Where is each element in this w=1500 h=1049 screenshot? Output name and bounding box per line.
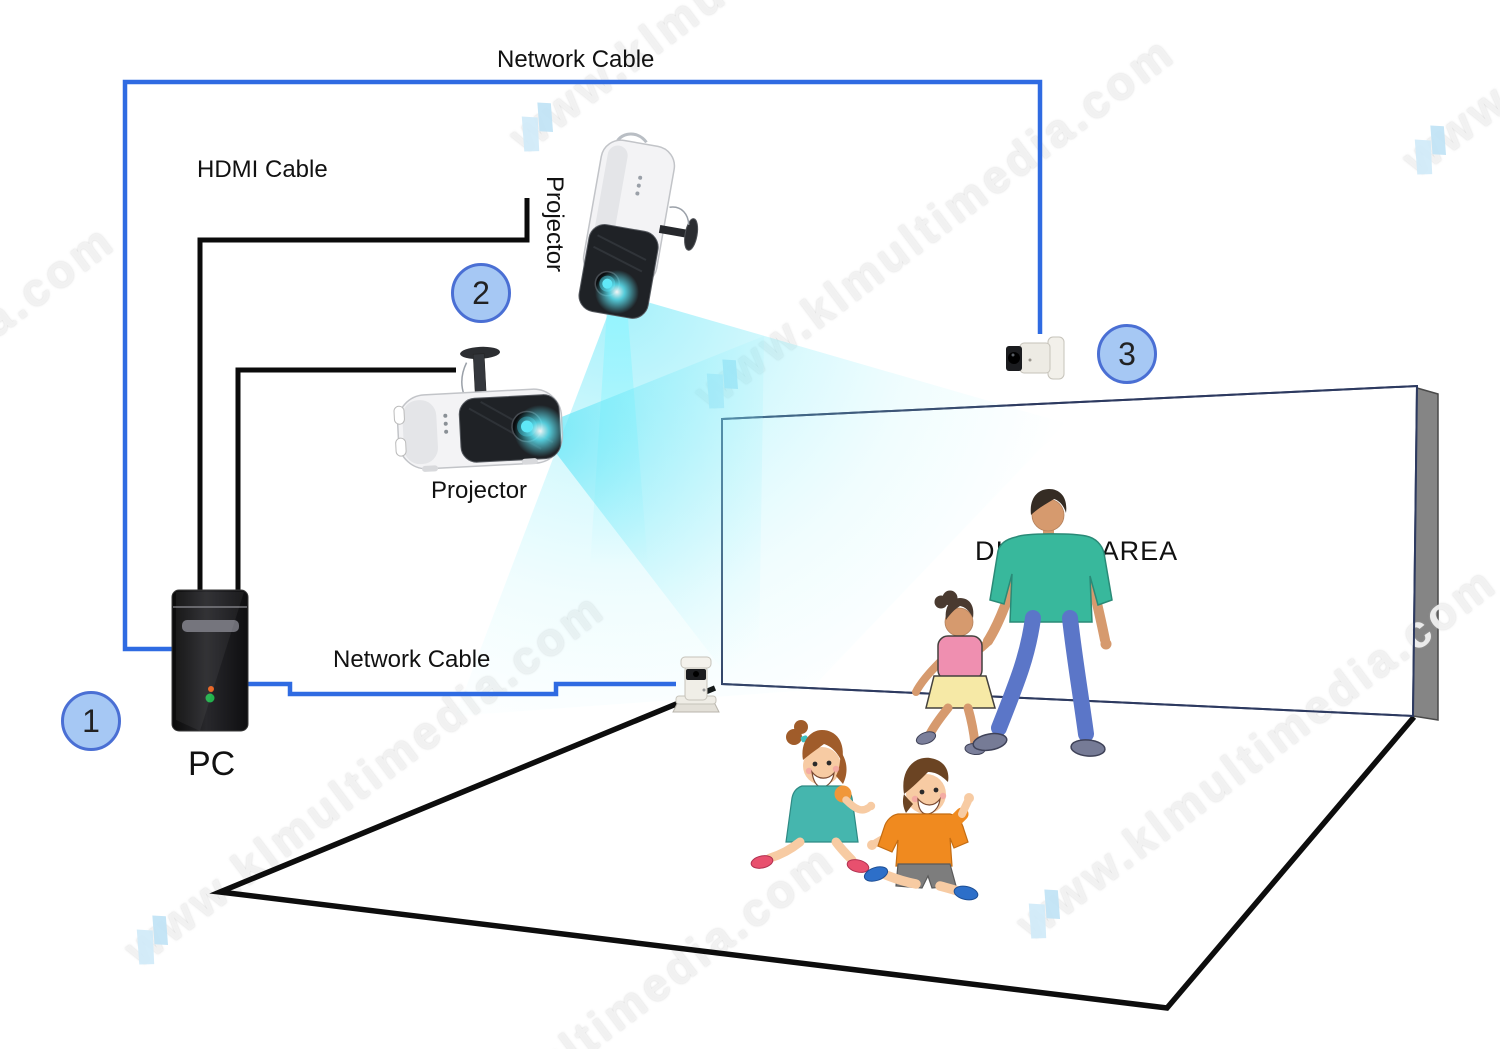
projector-icon — [578, 132, 699, 319]
hdmi-cable-label: HDMI Cable — [197, 156, 328, 183]
network-cable-floor-sensor — [247, 681, 676, 697]
network-cable-loop — [122, 79, 1043, 652]
running-boy-figure — [863, 757, 979, 901]
cables — [122, 79, 1043, 697]
step-circle-3: 3 — [1097, 324, 1157, 384]
lens-glow — [514, 405, 566, 457]
step-number: 1 — [82, 702, 100, 739]
hdmi-cable-1 — [197, 198, 530, 592]
running-girl-figure — [750, 720, 876, 873]
floor-outline — [209, 685, 1417, 1011]
motion-sensor-icon — [672, 656, 720, 713]
step-circle-2: 2 — [451, 263, 511, 323]
step-number: 3 — [1118, 335, 1136, 372]
network-cable-bottom-label: Network Cable — [333, 646, 491, 673]
network-cable-top-label: Network Cable — [497, 46, 655, 73]
step-circle-1: 1 — [61, 691, 121, 751]
walking-girl-figure — [912, 590, 996, 756]
motion-sensor-icon — [1006, 336, 1065, 380]
hdmi-cable-2 — [235, 367, 456, 592]
step-number: 2 — [472, 274, 490, 311]
pc-tower-icon — [171, 589, 249, 732]
projector-side-label: Projector — [431, 477, 528, 504]
projector-top-label: Projector — [541, 176, 568, 273]
pc-label: PC — [188, 745, 236, 783]
projection-beams — [455, 293, 1065, 716]
lens-glow — [595, 270, 639, 314]
walking-man-figure — [972, 489, 1113, 757]
